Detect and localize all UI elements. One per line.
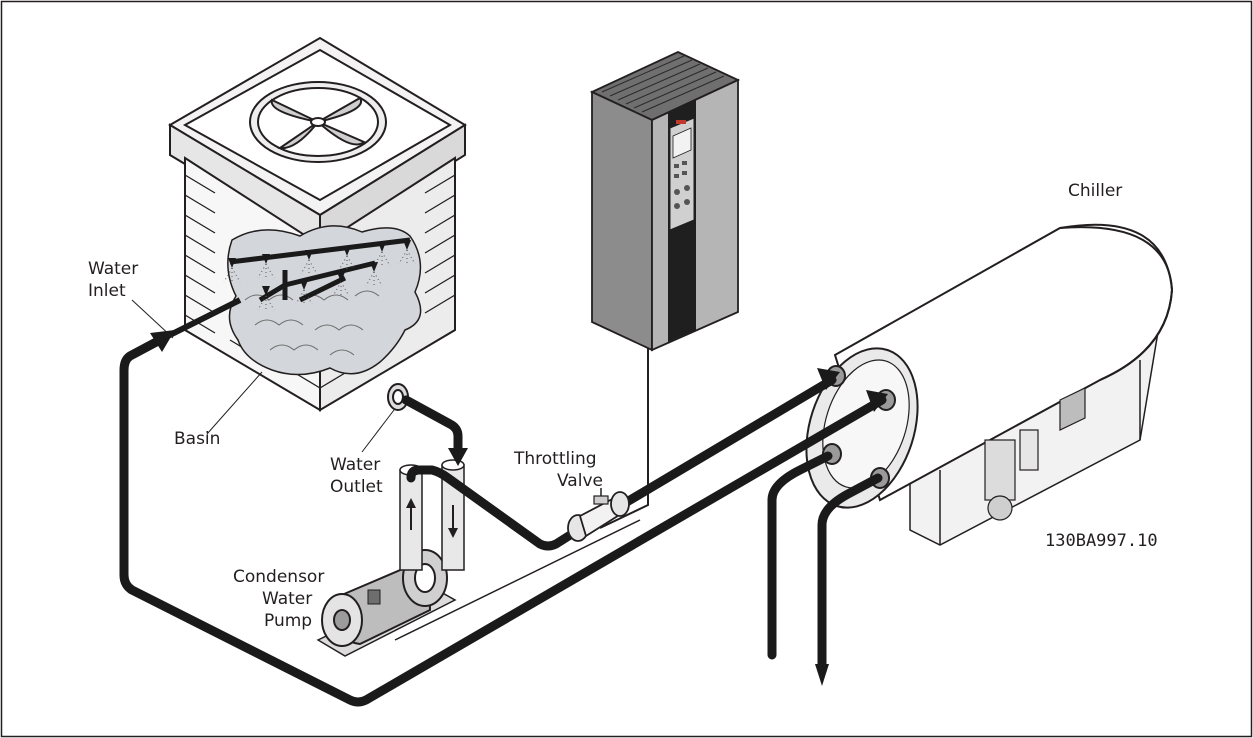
label-water-outlet-line1: Water <box>330 455 380 475</box>
piping <box>119 335 887 707</box>
label-throttling-valve-line2: Valve <box>557 471 603 491</box>
cooling-tower <box>168 36 467 412</box>
frequency-drive <box>589 51 741 352</box>
label-basin: Basin <box>174 429 220 449</box>
pipe-chiller-supply <box>767 451 833 660</box>
flow-arrows <box>150 330 888 686</box>
label-water-inlet-line1: Water <box>88 259 138 279</box>
label-water-outlet-line2: Outlet <box>330 477 383 497</box>
pipe-tower-outlet <box>401 395 463 453</box>
throttling-valve <box>567 488 630 542</box>
fan-icon <box>249 81 387 163</box>
drive-cable <box>599 348 649 529</box>
pipe-chiller-return <box>817 473 883 675</box>
label-throttling-valve-line1: Throttling <box>513 449 597 469</box>
pipe-pump-to-valve <box>406 465 580 551</box>
label-water-inlet-line2: Inlet <box>88 281 126 301</box>
label-chiller: Chiller <box>1068 181 1122 201</box>
condensor-water-pump <box>316 459 641 657</box>
label-pump-line3: Pump <box>264 611 312 631</box>
drawing-code: 130BA997.10 <box>1045 531 1158 551</box>
pipe-return-loop <box>119 335 887 707</box>
pipe-valve-to-chiller <box>615 375 837 511</box>
label-pump-line1: Condensor <box>233 567 324 587</box>
drive-side <box>591 90 653 352</box>
label-pump-line2: Water <box>262 589 312 609</box>
